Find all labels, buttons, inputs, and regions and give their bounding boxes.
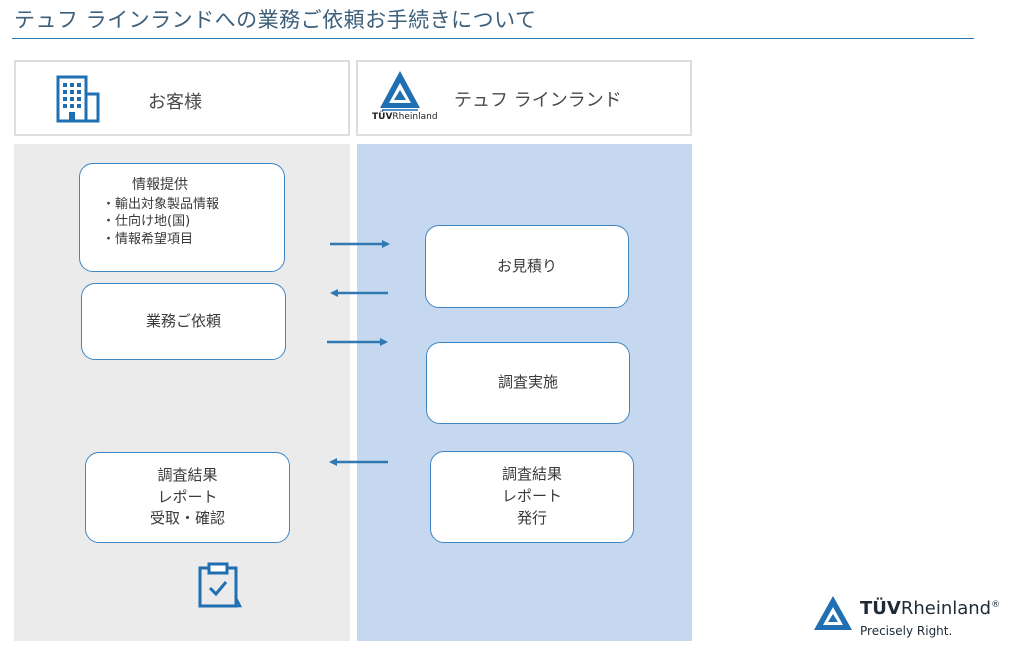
report-line: 調査結果 xyxy=(501,465,562,484)
survey-node: 調査実施 xyxy=(426,342,630,424)
report-line: 発行 xyxy=(516,508,547,527)
brand-logo: TÜVRheinland® Precisely Right. xyxy=(812,594,1017,644)
title-divider xyxy=(12,38,974,39)
info-provision-title: 情報提供 xyxy=(132,177,188,193)
clipboard-check-icon xyxy=(198,562,243,608)
brand-name: TÜVRheinland® xyxy=(860,598,1000,619)
estimate-label: お見積り xyxy=(496,256,557,275)
brand-registered: ® xyxy=(991,600,1001,610)
info-provision-node: 情報提供 ・輸出対象製品情報 ・仕向け地(国) ・情報希望項目 xyxy=(79,163,285,272)
tuv-logo-rest: Rheinland xyxy=(392,112,438,122)
tuv-triangle-icon xyxy=(814,596,852,630)
report-line: レポート xyxy=(501,487,562,506)
info-item: ・輸出対象製品情報 xyxy=(102,196,220,212)
brand-name-bold: TÜV xyxy=(860,598,901,619)
report-node: 調査結果 レポート 発行 xyxy=(430,451,634,543)
receive-line: レポート xyxy=(157,487,218,506)
info-item: ・情報希望項目 xyxy=(102,231,194,247)
customer-header: お客様 xyxy=(14,60,350,136)
request-label: 業務ご依頼 xyxy=(145,311,221,330)
brand-name-rest: Rheinland xyxy=(900,598,992,619)
tuv-header: TÜVRheinland テュフ ラインランド xyxy=(356,60,692,136)
building-icon xyxy=(56,75,100,123)
tuv-label: テュフ ラインランド xyxy=(454,90,622,111)
customer-label: お客様 xyxy=(148,92,202,113)
request-node: 業務ご依頼 xyxy=(81,283,286,360)
estimate-node: お見積り xyxy=(425,225,629,308)
receive-node: 調査結果 レポート 受取・確認 xyxy=(85,452,290,543)
page-title: テュフ ラインランドへの業務ご依頼お手続きについて xyxy=(14,8,537,32)
survey-label: 調査実施 xyxy=(497,373,558,392)
tuv-logo-bold: TÜV xyxy=(372,112,393,122)
receive-line: 受取・確認 xyxy=(149,509,225,528)
tuv-logo-icon: TÜVRheinland xyxy=(372,68,438,126)
info-item: ・仕向け地(国) xyxy=(102,214,191,230)
brand-tagline: Precisely Right. xyxy=(860,624,953,638)
receive-line: 調査結果 xyxy=(157,465,218,484)
